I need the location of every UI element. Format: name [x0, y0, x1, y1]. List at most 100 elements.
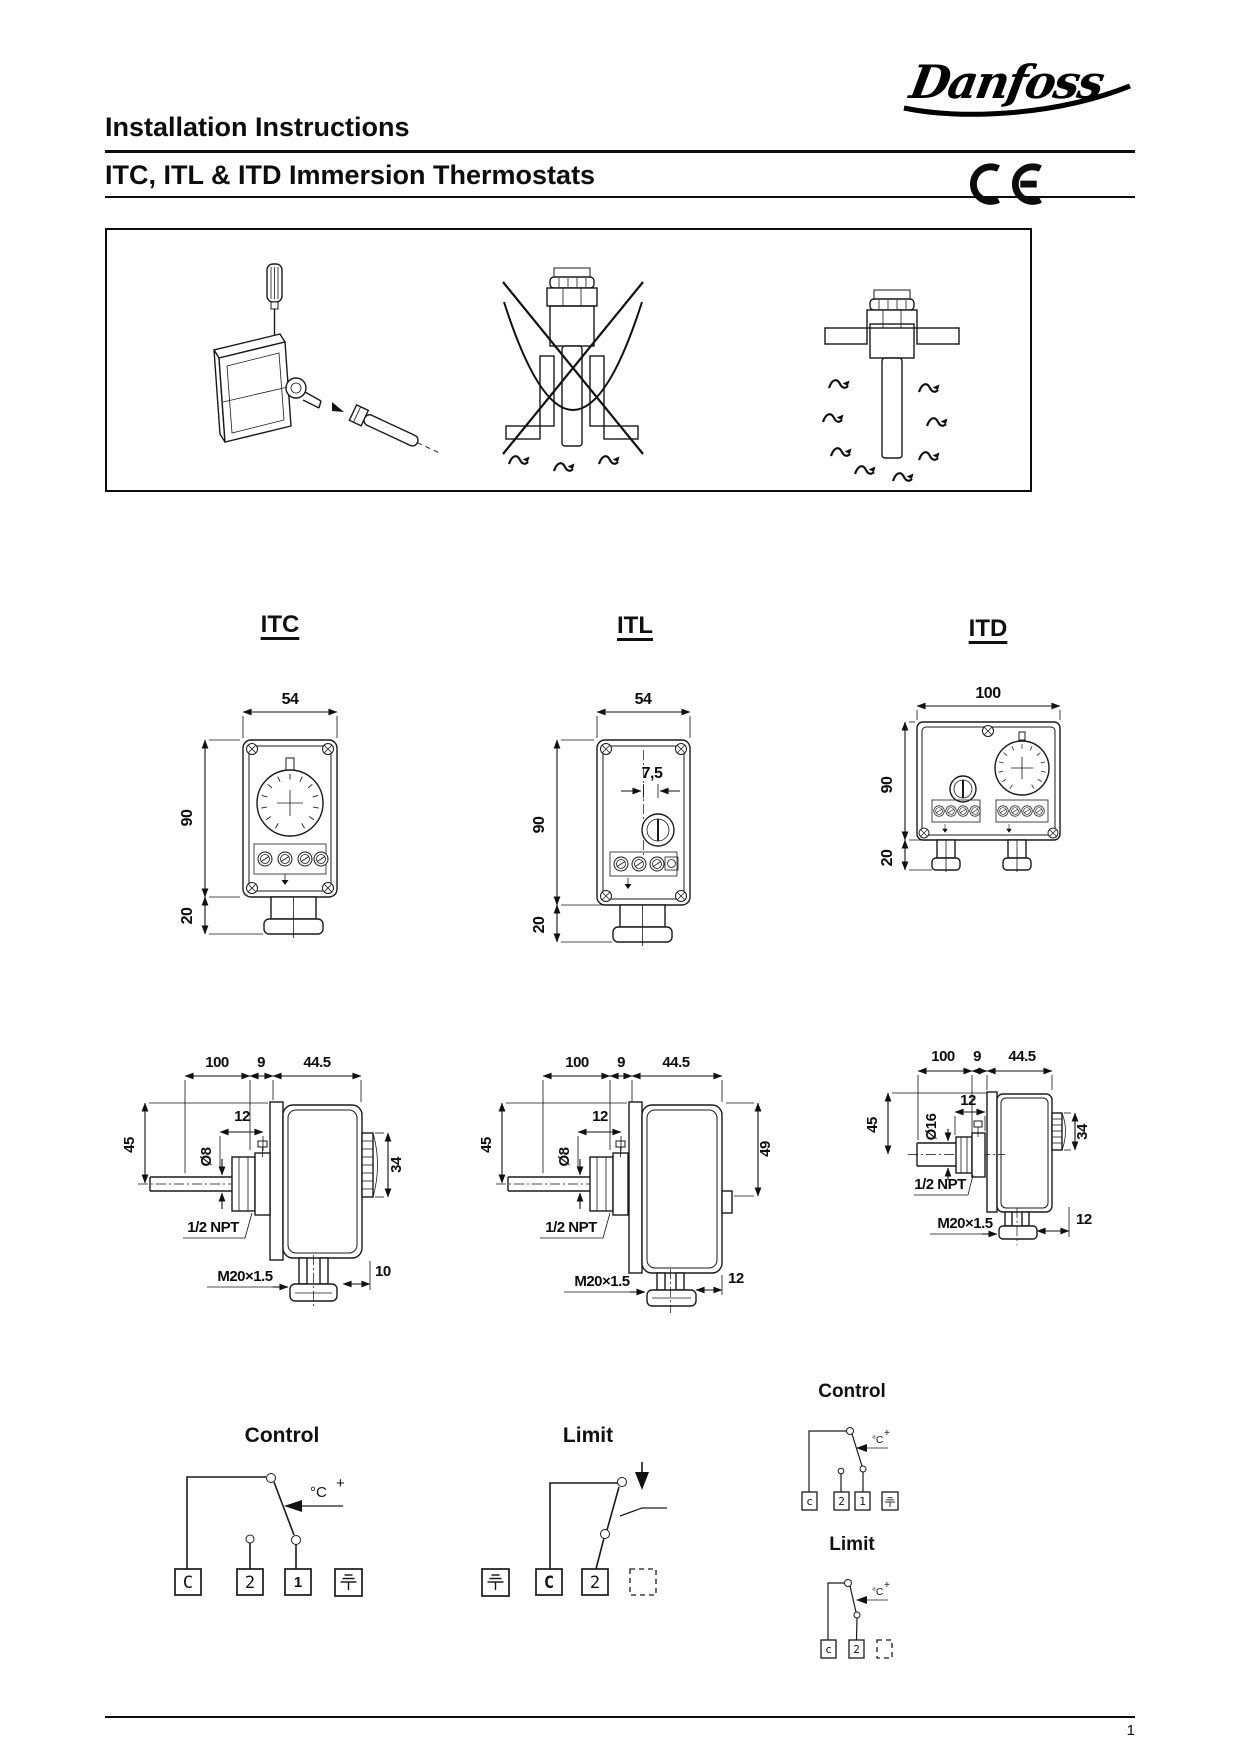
terminal-c-label: c	[806, 1495, 813, 1508]
clamp-screw-icon	[615, 1140, 626, 1148]
terminal-2-label: 2	[838, 1495, 845, 1508]
screw-icon	[675, 743, 687, 755]
terminal-screw-icon	[969, 805, 981, 817]
terminal-screw-icon	[257, 851, 273, 867]
switch-pivot	[844, 1579, 852, 1587]
terminal-box-1	[854, 1491, 871, 1511]
terminal-box-earth	[481, 1568, 510, 1597]
reset-button	[949, 775, 977, 803]
brand-name: Danfoss	[904, 54, 1109, 109]
screw-icon	[322, 882, 334, 894]
terminal-box-2	[833, 1491, 850, 1511]
plus-label: +	[884, 1580, 890, 1591]
itl-clearance-dim: 45	[478, 1137, 495, 1153]
terminal-screw-icon	[945, 805, 957, 817]
itd-front-width-dim: 100	[975, 685, 1001, 702]
installation-figure-box	[105, 228, 1032, 492]
terminal-screw-icon	[997, 805, 1009, 817]
itl-front-height-dim: 90	[531, 816, 548, 833]
switch-pivot	[617, 1477, 627, 1487]
itl-front-gland-dim: 20	[531, 916, 548, 933]
itl-front-width-dim: 54	[635, 691, 652, 708]
terminal-c-label: C	[183, 1573, 193, 1593]
screw-icon	[675, 890, 687, 902]
itc-front-gland-dim: 20	[179, 907, 196, 924]
terminal-c-label: C	[544, 1573, 554, 1593]
temperature-arrow-icon	[856, 1596, 867, 1604]
terminal-box-optional	[629, 1568, 657, 1596]
itc-depth-dim: 44.5	[303, 1054, 330, 1071]
screw-icon	[600, 743, 612, 755]
itc-knob-height-dim: 34	[388, 1156, 405, 1173]
itd-front-height-dim: 90	[879, 776, 896, 793]
itd-process-connection-label: 1/2 NPT	[914, 1176, 966, 1193]
terminal-screw-icon	[1021, 805, 1033, 817]
reset-button	[641, 813, 675, 847]
terminal-screw-icon	[297, 851, 313, 867]
itl-gland-offset-dim: 12	[728, 1270, 744, 1287]
danfoss-logo: Danfoss	[890, 52, 1140, 124]
terminal-box-c	[535, 1568, 563, 1596]
itd-probe-dia-dim: Ø16	[923, 1113, 940, 1140]
screw-icon	[982, 725, 994, 737]
assembly-with-screwdriver-illustration	[212, 263, 439, 453]
itd-front-view-drawing: 100	[870, 620, 1115, 885]
scale-unit-label: °C	[872, 1435, 883, 1446]
screw-icon	[918, 827, 930, 839]
plus-label: +	[884, 1428, 890, 1439]
switch-pivot	[846, 1427, 854, 1435]
itc-wiring-diagram: °C + C 2 1	[160, 1460, 400, 1610]
reset-button-icon	[619, 1462, 667, 1517]
terminal-box-c	[174, 1568, 202, 1596]
itl-wiring-title: Limit	[562, 1424, 614, 1447]
setting-dial	[256, 769, 324, 837]
temperature-arrow-icon	[284, 1500, 302, 1512]
terminal-2-label: 2	[245, 1573, 255, 1593]
itd-gland-offset-dim: 12	[1076, 1211, 1092, 1228]
column-head-itc: ITC	[260, 611, 300, 638]
temperature-arrow-icon	[856, 1444, 867, 1452]
itc-gland-offset-dim: 10	[375, 1263, 391, 1280]
itc-gap-dim: 9	[257, 1054, 265, 1071]
page-title: Installation Instructions	[105, 112, 410, 142]
itl-body-height-dim: 49	[757, 1141, 774, 1157]
itc-front-width-dim: 54	[282, 691, 299, 708]
itd-insert-depth-dim: 12	[960, 1092, 976, 1109]
itl-front-view-drawing: 54 7,5 90	[480, 620, 730, 955]
page-number: 1	[1126, 1722, 1135, 1739]
itd-limit-diagram: °C + c 2	[790, 1568, 970, 1668]
itl-insert-depth-dim: 12	[592, 1108, 608, 1125]
ce-mark-icon	[962, 160, 1044, 210]
terminal-box-c	[820, 1639, 837, 1659]
terminal-screw-icon	[933, 805, 945, 817]
itd-control-title: Control	[818, 1381, 886, 1402]
terminal-box-2	[581, 1568, 609, 1596]
itc-front-height-dim: 90	[179, 809, 196, 826]
terminal-screw-icon	[649, 856, 665, 872]
adjustment-knob	[361, 1132, 378, 1198]
screw-icon	[246, 743, 258, 755]
itl-cable-gland-label: M20×1.5	[574, 1273, 629, 1290]
terminal-screw-icon	[613, 856, 629, 872]
column-head-itd: ITD	[968, 615, 1008, 642]
open-contact	[837, 1467, 845, 1475]
screw-icon	[600, 890, 612, 902]
terminal-box-2	[236, 1568, 264, 1596]
itl-probe-length-dim: 100	[565, 1054, 589, 1071]
footer-rule	[105, 1716, 1135, 1718]
terminal-2-label: 2	[853, 1643, 860, 1656]
logo-swash	[903, 83, 1131, 117]
screw-icon	[246, 882, 258, 894]
switch-pivot	[266, 1473, 276, 1483]
itd-side-view-drawing: 100 9 44.5 45 34	[864, 1045, 1120, 1265]
itd-probe-length-dim: 100	[931, 1048, 955, 1065]
subtitle-rule	[105, 196, 1135, 198]
terminal-box-earth	[881, 1491, 899, 1511]
header-rule	[105, 150, 1135, 153]
itl-probe-dia-dim: Ø8	[556, 1147, 573, 1166]
itl-wiring-diagram: C 2	[470, 1460, 700, 1610]
plus-label: +	[336, 1475, 345, 1492]
terminal-screw-icon	[957, 805, 969, 817]
terminal-box-2	[848, 1639, 865, 1659]
